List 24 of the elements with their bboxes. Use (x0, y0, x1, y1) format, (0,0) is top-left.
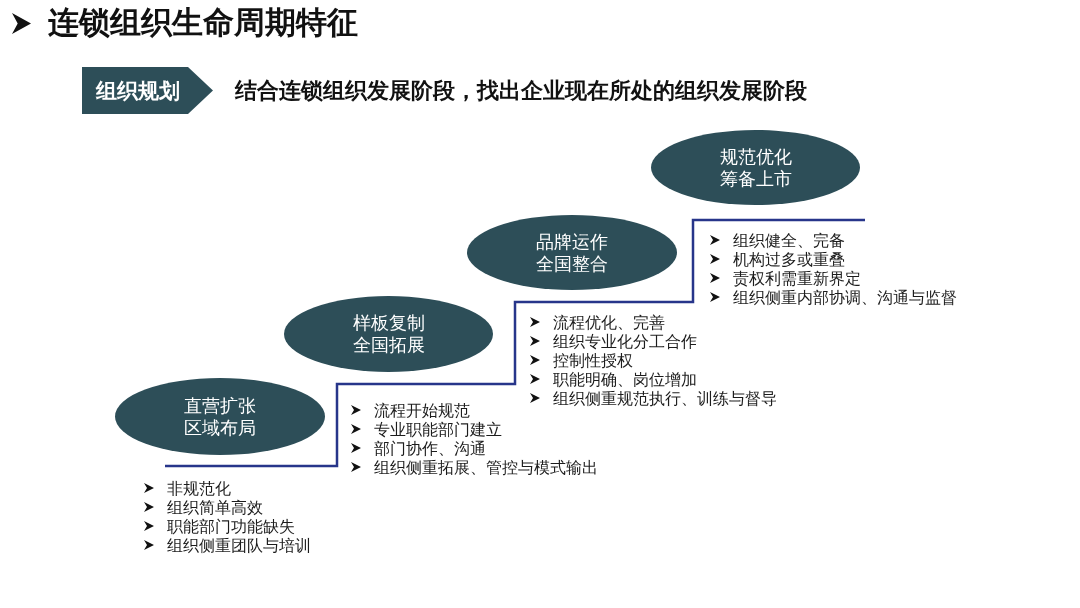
title: 连锁组织生命周期特征 (48, 4, 358, 42)
list-item: 组织简单高效 (167, 497, 263, 517)
list-item: 组织专业化分工合作 (553, 331, 697, 351)
list-item: 组织侧重内部协调、沟通与监督 (733, 287, 957, 307)
list-item: 控制性授权 (553, 350, 633, 370)
list-item: 职能明确、岗位增加 (553, 369, 697, 389)
stage-name: 直营扩张区域布局 (183, 394, 257, 439)
list-item: 组织侧重团队与培训 (167, 535, 311, 555)
list-item: 组织健全、完备 (733, 230, 845, 250)
list-item: 组织侧重规范执行、训练与督导 (553, 388, 777, 408)
list-item: 部门协作、沟通 (374, 438, 486, 458)
list-item: 职能部门功能缺失 (167, 516, 295, 536)
list-item: 组织侧重拓展、管控与模式输出 (374, 457, 598, 477)
list-item: 流程开始规范 (374, 400, 470, 420)
stage-name: 样板复制全国拓展 (351, 312, 426, 356)
stage-name: 规范优化筹备上市 (718, 145, 793, 190)
section-label: 组织规划 (95, 77, 180, 104)
subtitle: 结合连锁组织发展阶段，找出企业现在所处的组织发展阶段 (235, 77, 807, 105)
list-item: 责权利需重新界定 (733, 268, 861, 288)
stage-name: 品牌运作全国整合 (535, 230, 609, 275)
list-item: 流程优化、完善 (553, 312, 665, 332)
list-item: 非规范化 (167, 478, 231, 498)
list-item: 机构过多或重叠 (733, 249, 845, 269)
list-item: 专业职能部门建立 (374, 419, 502, 439)
